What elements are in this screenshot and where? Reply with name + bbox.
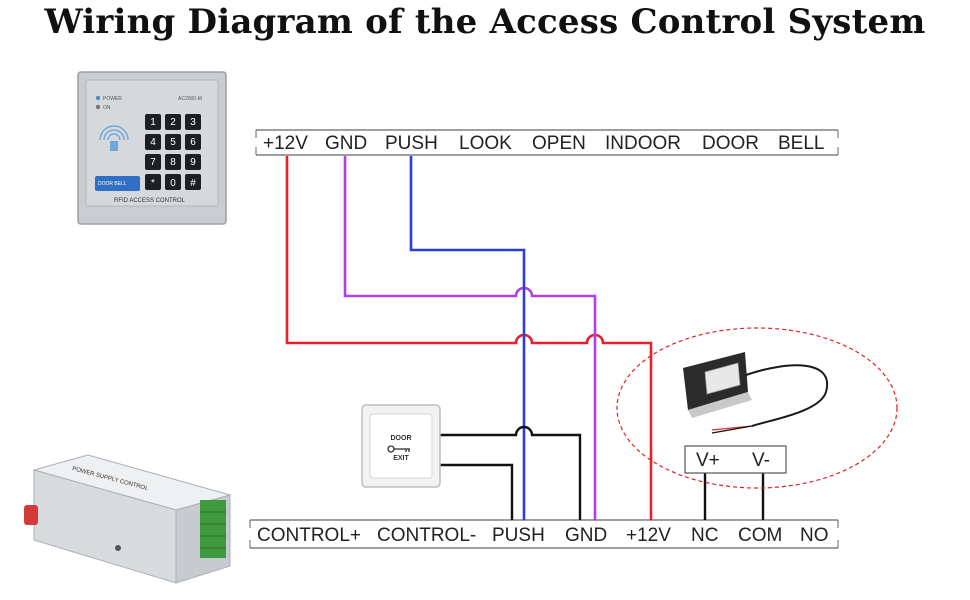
- keypad-keys: 1 2 3 4 5 6 7 8 9 * 0 #: [145, 114, 201, 190]
- diagram-title: Wiring Diagram of the Access Control Sys…: [44, 2, 926, 42]
- key-4: 4: [150, 137, 156, 148]
- power-supply-screw-icon: [115, 545, 121, 551]
- key-hash: #: [190, 178, 196, 189]
- key-0: 0: [170, 178, 176, 189]
- key-2: 2: [170, 117, 176, 128]
- top-terminal-12v: +12V: [263, 133, 308, 154]
- keypad-power-label: POWER: [103, 96, 122, 102]
- rfid-icon: [99, 125, 129, 151]
- bottom-terminal-12v: +12V: [626, 525, 671, 546]
- keypad-model: AC2000-M: [178, 96, 202, 102]
- red-wire-12v: [285, 156, 653, 520]
- doorbell-button: [95, 176, 140, 191]
- power-supply-terminal-block: [200, 500, 226, 558]
- lock-terminal-vminus: V-: [752, 450, 770, 471]
- keypad-caption: RFID ACCESS CONTROL: [114, 198, 186, 204]
- key-5: 5: [170, 137, 176, 148]
- power-led-icon: [95, 95, 101, 101]
- top-terminal-open: OPEN: [532, 133, 586, 154]
- bottom-terminal-com: COM: [738, 525, 782, 546]
- top-terminal-look: LOOK: [459, 133, 512, 154]
- black-wire-exit-push: [438, 463, 514, 520]
- key-8: 8: [170, 157, 176, 168]
- top-terminal-indoor: INDOOR: [605, 133, 681, 154]
- magnetic-lock-device: [683, 352, 829, 434]
- top-terminal-strip: +12V GND PUSH LOOK OPEN INDOOR DOOR BELL: [255, 129, 839, 156]
- top-terminal-push: PUSH: [385, 133, 438, 154]
- doorbell-label: DOOR BELL: [98, 181, 127, 187]
- key-7: 7: [150, 157, 156, 168]
- lock-highlight-ellipse: [616, 327, 898, 489]
- black-wire-exit-gnd: [438, 425, 582, 520]
- key-3: 3: [190, 117, 196, 128]
- top-terminal-door: DOOR: [702, 133, 759, 154]
- bottom-terminal-control-minus: CONTROL-: [377, 525, 476, 546]
- keypad-device: POWER ON AC2000-M DOOR BELL RFID ACCESS …: [77, 71, 227, 225]
- bottom-terminal-gnd: GND: [565, 525, 607, 546]
- bottom-terminal-nc: NC: [691, 525, 718, 546]
- bottom-terminal-push: PUSH: [492, 525, 545, 546]
- top-terminal-bell: BELL: [778, 133, 824, 154]
- bottom-terminal-no: NO: [800, 525, 829, 546]
- top-terminal-gnd: GND: [325, 133, 367, 154]
- bottom-terminal-strip: CONTROL+ CONTROL- PUSH GND +12V NC COM N…: [249, 519, 839, 549]
- key-9: 9: [190, 157, 196, 168]
- lock-terminal-vplus: V+: [696, 450, 720, 471]
- blue-wire-push: [409, 156, 526, 520]
- key-icon: [387, 445, 410, 453]
- exit-button-line2: EXIT: [393, 455, 409, 462]
- exit-button-device: DOOR EXIT: [361, 404, 441, 488]
- power-supply-cable-gland: [24, 505, 38, 525]
- on-led-icon: [95, 104, 101, 110]
- keypad-on-label: ON: [103, 105, 111, 111]
- power-supply-device: POWER SUPPLY CONTROL: [24, 454, 232, 584]
- exit-button-line1: DOOR: [391, 435, 412, 442]
- lock-terminal-block: V+ V-: [684, 445, 787, 474]
- key-star: *: [151, 178, 155, 189]
- key-1: 1: [150, 117, 156, 128]
- bottom-terminal-control-plus: CONTROL+: [257, 525, 361, 546]
- key-6: 6: [190, 137, 196, 148]
